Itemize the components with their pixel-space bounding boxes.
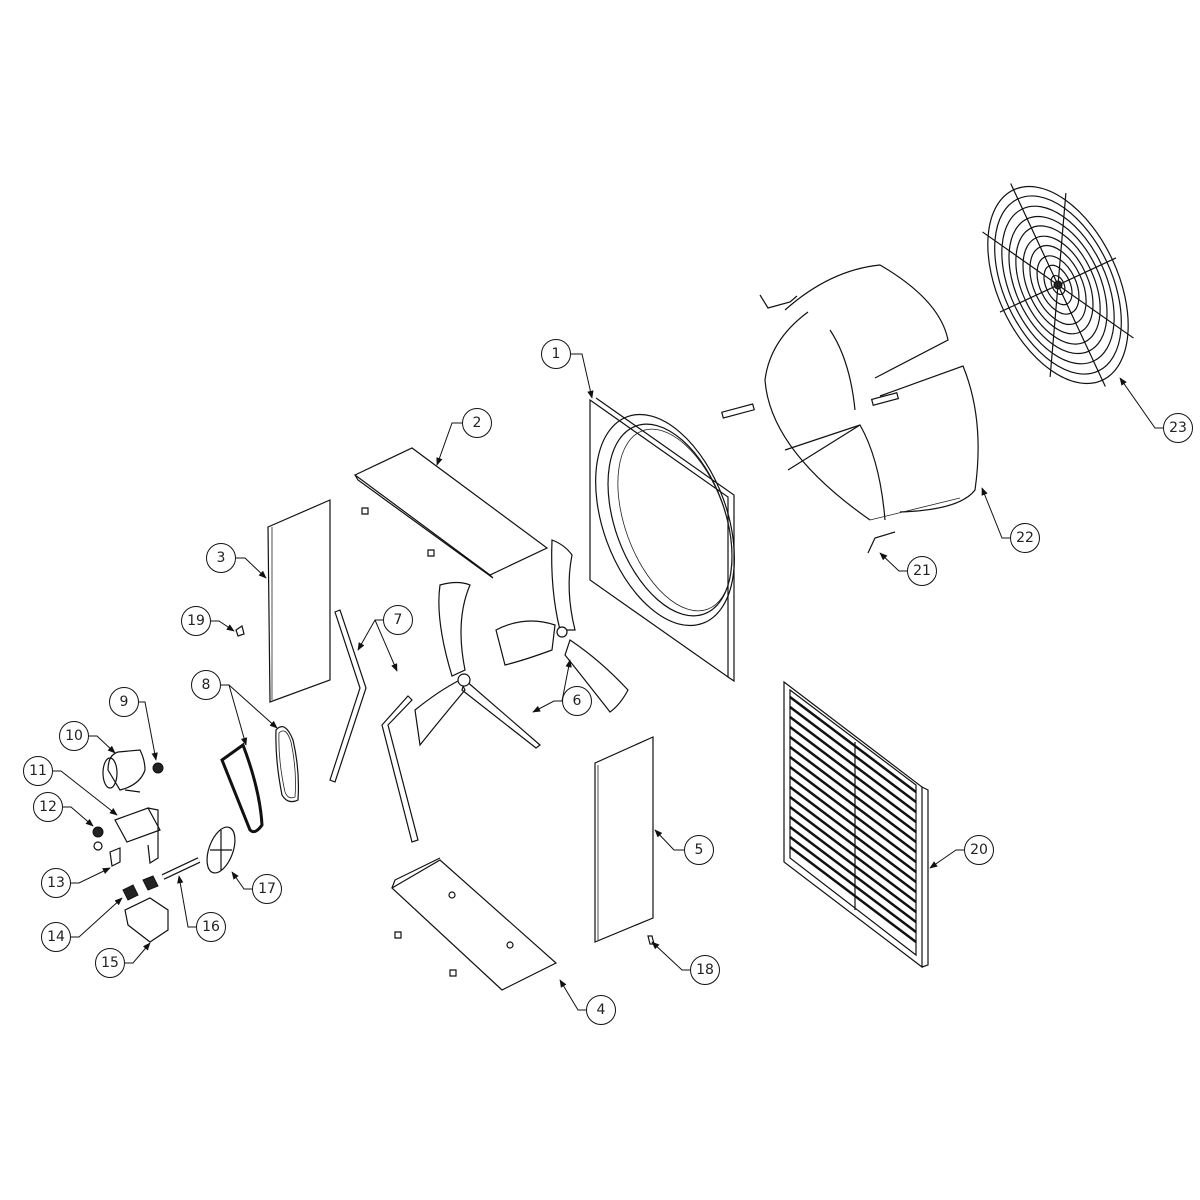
- motor-part: [102, 749, 146, 793]
- bearings-part: [122, 875, 159, 901]
- callout-3: 3: [206, 543, 236, 573]
- callout-4: 4: [586, 995, 616, 1025]
- callout-21: 21: [907, 556, 937, 586]
- callout-5: 5: [684, 835, 714, 865]
- fan-pulley-part: [206, 826, 236, 874]
- louvered-shutter-part: [783, 680, 929, 969]
- callout-1: 1: [541, 339, 571, 369]
- callout-23: 23: [1163, 413, 1193, 443]
- clip-parts: [361, 507, 435, 557]
- drive-belts-part: [220, 726, 300, 834]
- callout-9: 9: [109, 687, 139, 717]
- callout-6: 6: [562, 686, 592, 716]
- motor-pulley-part: [152, 762, 164, 774]
- front-panel-part: [589, 397, 735, 683]
- callout-17: 17: [252, 874, 282, 904]
- callout-11: 11: [23, 756, 53, 786]
- motor-braces-part: [329, 609, 419, 843]
- callout-10: 10: [59, 721, 89, 751]
- fan-blade-part: [414, 539, 629, 749]
- callout-2: 2: [462, 408, 492, 438]
- belt-tensioner-part: [92, 826, 104, 851]
- callout-19: 19: [181, 606, 211, 636]
- clip-part-19: [235, 625, 245, 637]
- bottom-panel-part: [390, 857, 558, 991]
- callout-16: 16: [196, 912, 226, 942]
- callout-15: 15: [95, 948, 125, 978]
- leader-lines: [53, 353, 1163, 1011]
- right-side-panel-part: [594, 736, 654, 943]
- discharge-cone-part: [721, 264, 979, 521]
- callout-13: 13: [41, 868, 71, 898]
- callout-22: 22: [1010, 523, 1040, 553]
- motor-mount-bracket-part: [114, 807, 161, 865]
- callout-7: 7: [383, 605, 413, 635]
- callout-8: 8: [191, 670, 221, 700]
- small-bracket-part: [109, 847, 121, 867]
- top-panel-part: [353, 447, 549, 579]
- callout-18: 18: [690, 955, 720, 985]
- wire-guard-part: [982, 183, 1134, 387]
- callout-14: 14: [41, 922, 71, 952]
- left-side-panel-part: [267, 499, 331, 703]
- cone-bracket-part: [867, 531, 896, 554]
- callout-20: 20: [964, 835, 994, 865]
- callout-12: 12: [33, 792, 63, 822]
- bearing-plate-part: [124, 897, 169, 943]
